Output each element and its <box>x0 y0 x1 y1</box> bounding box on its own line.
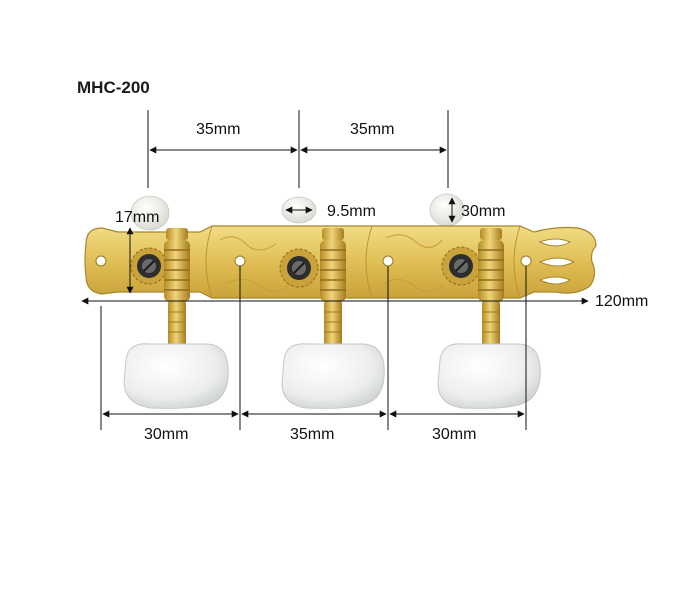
top-spacing-right-label: 35mm <box>350 121 394 138</box>
model-title: MHC-200 <box>77 78 150 97</box>
gear-1 <box>130 247 168 285</box>
tuner-button-3 <box>437 343 541 409</box>
mount-hole-1 <box>95 255 107 267</box>
mount-hole-3 <box>382 255 394 267</box>
roller-3 <box>429 193 465 227</box>
roller-height-dimension: 30mm <box>448 197 505 223</box>
gear-2 <box>279 248 319 288</box>
tuner-button-1 <box>123 343 229 409</box>
top-spacing-dimension: 35mm 35mm <box>147 110 449 188</box>
tuner-key-3 <box>437 228 541 409</box>
tuner-key-1 <box>123 228 229 409</box>
total-length-label: 120mm <box>595 293 648 310</box>
plate-height-dimension: 17mm <box>115 209 159 294</box>
mount-hole-2 <box>234 255 246 267</box>
plate-height-label: 17mm <box>115 209 159 226</box>
gear-3 <box>441 246 481 286</box>
roller-width-label: 9.5mm <box>327 203 376 220</box>
roller-width-dimension: 9.5mm <box>285 203 376 220</box>
roller-height-label: 30mm <box>461 203 505 220</box>
tuner-button-2 <box>281 343 385 409</box>
total-length-dimension: 120mm <box>81 293 648 310</box>
mount-hole-4 <box>520 255 532 267</box>
top-spacing-left-label: 35mm <box>196 121 240 138</box>
roller-1 <box>130 195 170 231</box>
hole-spacing-left-label: 30mm <box>144 426 188 443</box>
hole-spacing-dimension: 30mm 35mm 30mm <box>100 266 527 443</box>
hole-spacing-right-label: 30mm <box>432 426 476 443</box>
hole-spacing-middle-label: 35mm <box>290 426 334 443</box>
tuner-key-2 <box>281 228 385 409</box>
